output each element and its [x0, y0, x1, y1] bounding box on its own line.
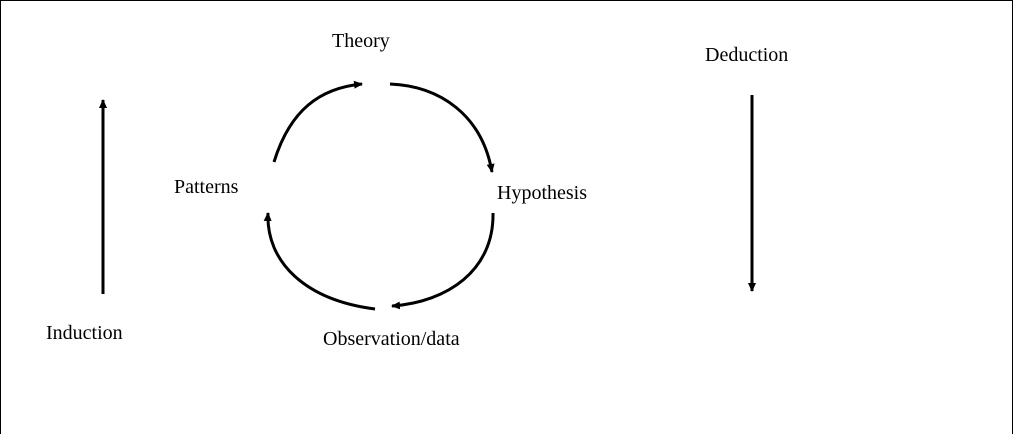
arc-theory-to-hypothesis — [389, 82, 495, 173]
induction-label: Induction — [46, 322, 123, 344]
arc-observation-to-patterns — [263, 212, 376, 311]
deduction-label: Deduction — [705, 44, 789, 66]
arc-hypothesis-to-observation — [391, 212, 495, 310]
hypothesis-label: Hypothesis — [497, 182, 587, 204]
arc-patterns-to-theory — [272, 80, 363, 163]
patterns-label: Patterns — [174, 176, 239, 198]
observation-label: Observation/data — [323, 328, 460, 350]
theory-label: Theory — [332, 30, 390, 52]
